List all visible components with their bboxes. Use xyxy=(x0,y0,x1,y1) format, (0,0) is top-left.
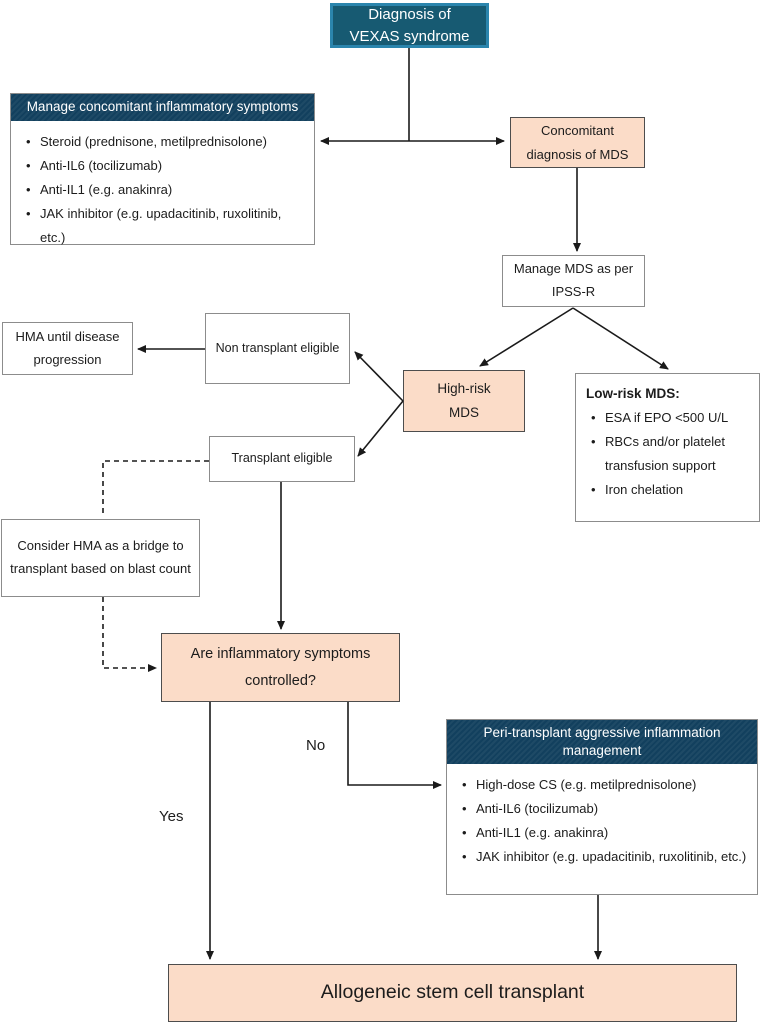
bullet-item: JAK inhibitor (e.g. upadacitinib, ruxoli… xyxy=(460,845,749,869)
node-concomitant-mds: Concomitant diagnosis of MDS xyxy=(510,117,645,168)
bullet-item: Anti-IL1 (e.g. anakinra) xyxy=(460,821,749,845)
node-text: Manage MDS as per xyxy=(513,261,634,277)
node-header: Manage concomitant inflammatory symptoms xyxy=(11,94,314,121)
bullet-list: Steroid (prednisone, metilprednisolone)A… xyxy=(11,121,314,256)
bullet-list: ESA if EPO <500 U/LRBCs and/or platelet … xyxy=(576,404,759,508)
node-text: Diagnosis of xyxy=(368,5,451,23)
bullet-item: High-dose CS (e.g. metilprednisolone) xyxy=(460,773,749,797)
node-text: MDS xyxy=(449,405,479,420)
bullet-item: ESA if EPO <500 U/L xyxy=(589,406,751,430)
node-inflammatory-controlled-question: Are inflammatory symptoms controlled? xyxy=(161,633,400,702)
node-consider-hma-bridge: Consider HMA as a bridge to transplant b… xyxy=(1,519,200,597)
node-text: Non transplant eligible xyxy=(215,340,340,355)
node-text: VEXAS syndrome xyxy=(349,27,470,45)
node-text: progression xyxy=(33,351,102,367)
node-text: Consider HMA as a bridge to xyxy=(17,538,184,554)
edge-label-no: No xyxy=(306,737,326,754)
bullet-item: Steroid (prednisone, metilprednisolone) xyxy=(24,130,306,154)
node-text: IPSS-R xyxy=(551,284,596,299)
bullet-list: High-dose CS (e.g. metilprednisolone)Ant… xyxy=(447,764,757,875)
node-text: Are inflammatory symptoms xyxy=(190,646,371,663)
bullet-item: Anti-IL1 (e.g. anakinra) xyxy=(24,178,306,202)
node-allogeneic-transplant: Allogeneic stem cell transplant xyxy=(168,964,737,1022)
node-non-transplant-eligible: Non transplant eligible xyxy=(205,313,350,384)
node-text: transplant based on blast count xyxy=(10,561,191,576)
node-manage-mds-ipssr: Manage MDS as per IPSS-R xyxy=(502,255,645,307)
node-header: Peri-transplant aggressive inflammation … xyxy=(447,720,757,764)
node-text: Concomitant xyxy=(541,123,614,139)
bullet-item: Anti-IL6 (tocilizumab) xyxy=(460,797,749,821)
node-hma-until-progression: HMA until disease progression xyxy=(2,322,133,375)
bullet-item: JAK inhibitor (e.g. upadacitinib, ruxoli… xyxy=(24,202,306,250)
node-diagnosis-vexas: Diagnosis of VEXAS syndrome xyxy=(330,3,489,48)
bullet-item: RBCs and/or platelet transfusion support xyxy=(589,430,751,478)
bullet-item: Anti-IL6 (tocilizumab) xyxy=(24,154,306,178)
node-text: HMA until disease xyxy=(15,328,120,344)
node-text: Allogeneic stem cell transplant xyxy=(320,981,585,1004)
node-transplant-eligible: Transplant eligible xyxy=(209,436,355,482)
node-title: Low-risk MDS: xyxy=(586,386,680,401)
node-high-risk-mds: High-risk MDS xyxy=(403,370,525,432)
node-text: diagnosis of MDS xyxy=(526,146,629,162)
bullet-item: Iron chelation xyxy=(589,478,751,502)
node-manage-inflammatory-symptoms: Manage concomitant inflammatory symptoms… xyxy=(10,93,315,245)
node-text: controlled? xyxy=(245,672,316,689)
edge-label-yes: Yes xyxy=(159,808,184,825)
node-text: High-risk xyxy=(437,380,491,396)
node-low-risk-mds: Low-risk MDS: ESA if EPO <500 U/LRBCs an… xyxy=(575,373,760,522)
node-text: Transplant eligible xyxy=(231,451,333,466)
node-peri-transplant-management: Peri-transplant aggressive inflammation … xyxy=(446,719,758,895)
